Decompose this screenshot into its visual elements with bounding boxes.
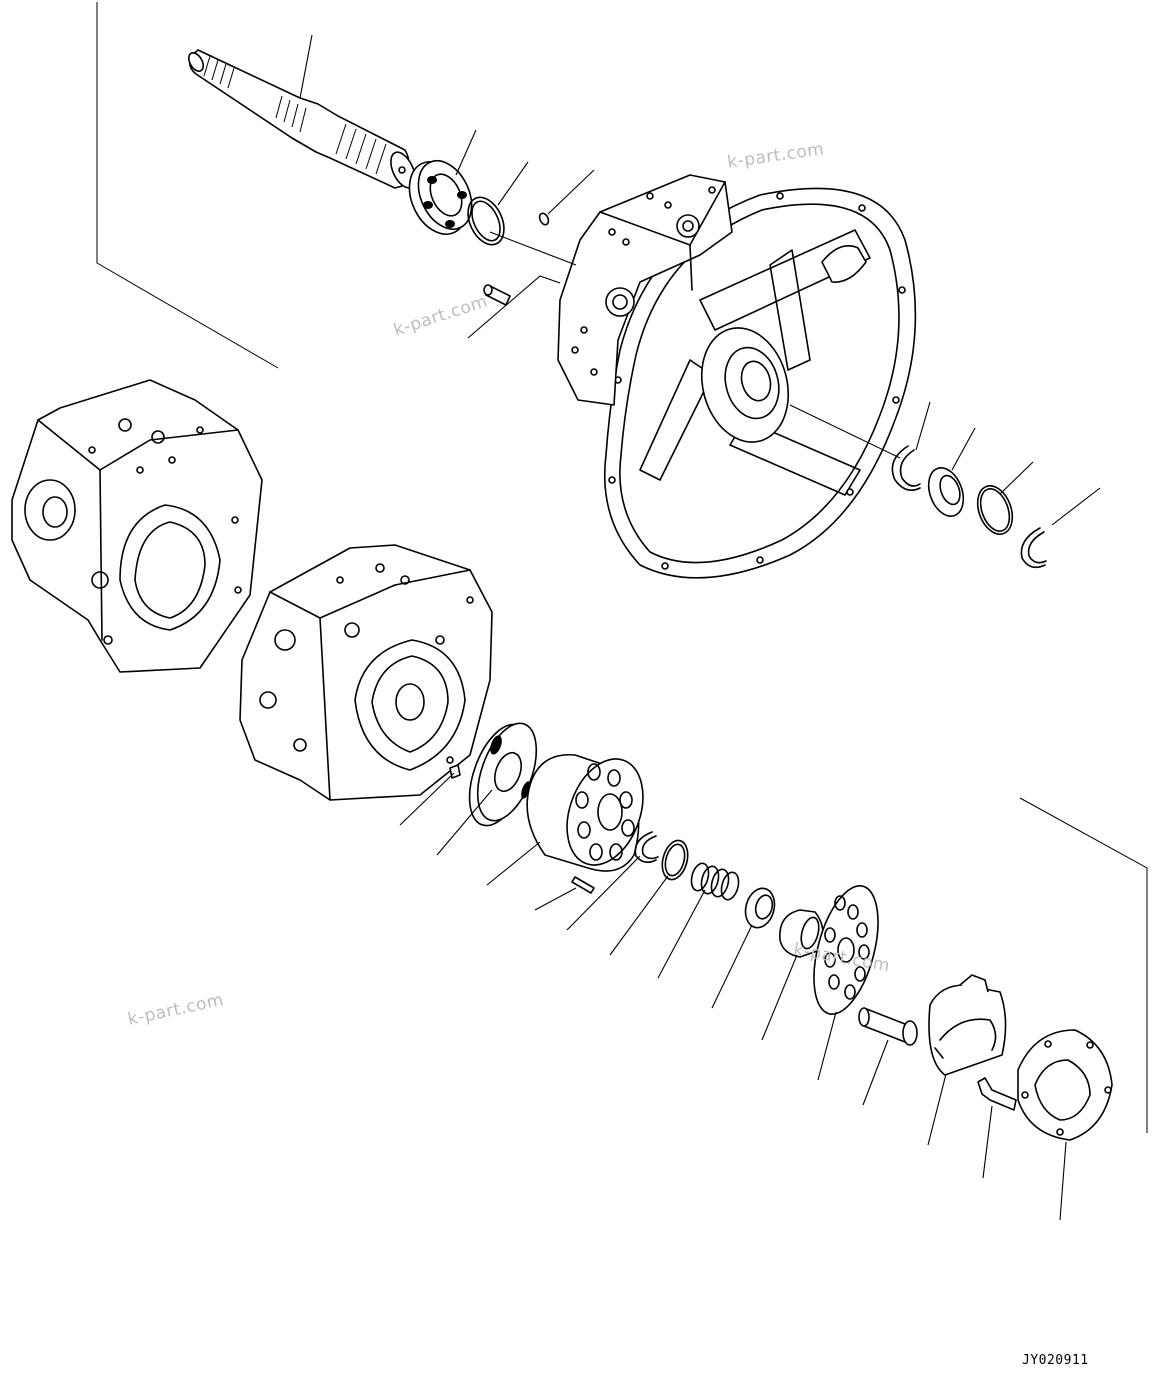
o-ring-icon	[538, 212, 550, 226]
drive-shaft-icon	[187, 49, 416, 189]
spring-icon	[690, 862, 740, 901]
snap-ring-icon	[634, 831, 659, 864]
pump-case-icon	[557, 174, 917, 579]
o-ring-icon	[661, 839, 689, 881]
roller-bearing-icon	[744, 887, 776, 929]
cylinder-block-icon	[526, 753, 644, 872]
swash-plate-icon	[928, 974, 1007, 1076]
roller-bearing-icon	[927, 467, 965, 517]
o-ring-icon	[976, 485, 1014, 535]
assembly-boundary-lines	[96, 2, 1148, 1133]
snap-ring-icon	[891, 445, 921, 491]
valve-plate-icon	[468, 722, 538, 827]
pump-case-alt-icon	[11, 379, 263, 673]
roller-bearing-icon	[408, 160, 473, 235]
snap-ring-icon	[467, 196, 505, 246]
pin-icon	[571, 876, 595, 894]
dowel-pin-icon	[483, 284, 511, 306]
bolt-icon	[977, 1077, 1017, 1111]
servo-piston-icon	[858, 1007, 918, 1046]
retainer-plate-icon	[813, 885, 879, 1015]
leader-lines	[299, 34, 1101, 1221]
end-cap-icon	[239, 544, 493, 801]
spherical-bushing-icon	[779, 909, 824, 958]
figure-code: JY020911	[1022, 1353, 1089, 1368]
cradle-icon	[1017, 1029, 1113, 1141]
snap-ring-icon	[1020, 527, 1047, 569]
